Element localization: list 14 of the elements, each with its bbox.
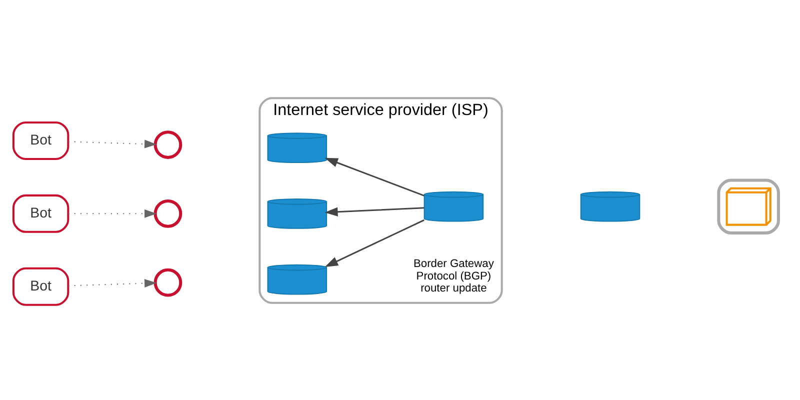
node-circle [154,268,182,296]
node-circle [154,130,182,158]
arrow [68,278,157,288]
arrow [68,139,157,148]
arrow [324,218,424,266]
node-box: Bot [12,194,70,232]
node-label: Border Gateway Protocol (BGP) router update [414,258,494,294]
arrow [324,157,424,196]
node-box: Bot [12,266,70,306]
arrow [68,208,157,218]
node-circle [154,198,182,228]
arrow [324,206,424,216]
node-box: Bot [12,120,70,160]
cluster [717,178,780,234]
